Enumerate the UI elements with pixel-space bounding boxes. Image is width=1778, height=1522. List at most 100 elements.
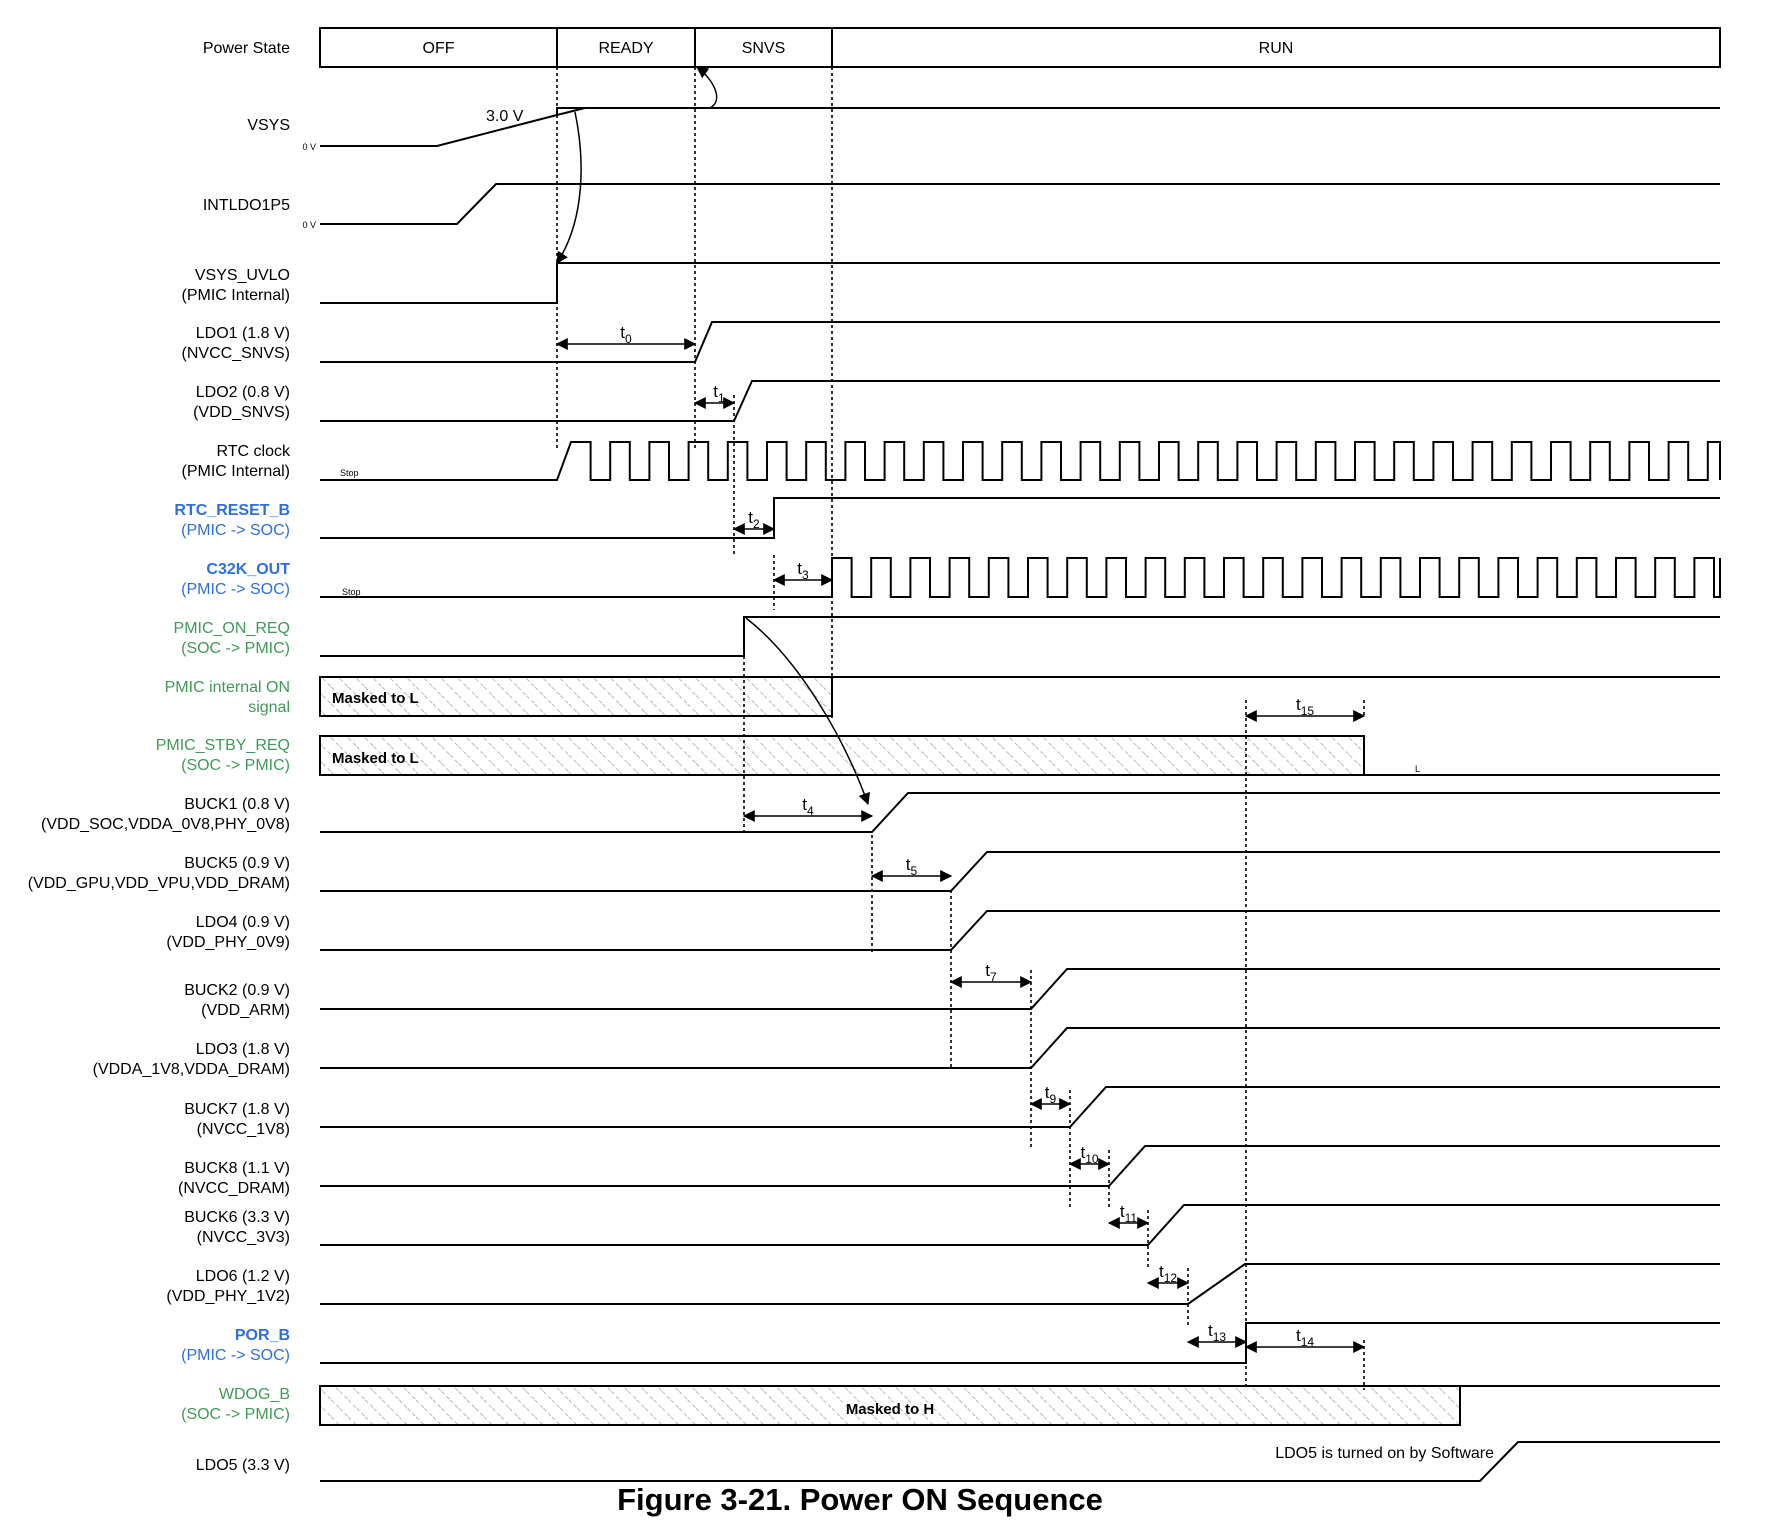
waveform-rtc-clock <box>320 441 1721 481</box>
timing-label-sub: 1 <box>718 391 725 405</box>
c32k-stop-label: Stop <box>342 587 361 597</box>
signal-label-rtc_clock: RTC clock <box>217 443 291 460</box>
signal-label-vsys: VSYS <box>247 117 290 134</box>
signal-label-c32k_out: (PMIC -> SOC) <box>181 581 290 598</box>
timing-label: t10 <box>1080 1143 1098 1166</box>
timing-label-sub: 9 <box>1050 1092 1057 1106</box>
timing-label-sub: 12 <box>1164 1271 1178 1285</box>
masked-region-internal-on <box>319 676 833 717</box>
timing-label-base: t <box>620 323 625 342</box>
waveform-ldo1 <box>320 321 1720 363</box>
timing-label-sub: 4 <box>807 804 814 818</box>
waveform-c32k-out <box>320 557 1721 598</box>
signal-label-ldo2: (VDD_SNVS) <box>193 404 290 421</box>
signal-label-ldo4: (VDD_PHY_0V9) <box>166 934 290 951</box>
timing-label: t3 <box>797 559 809 582</box>
masked-to-h-label: Masked to H <box>846 1401 934 1418</box>
timing-label-base: t <box>797 559 802 578</box>
signal-label-wdog_b: WDOG_B <box>219 1386 290 1403</box>
signal-label-ldo5: LDO5 (3.3 V) <box>196 1457 290 1474</box>
signal-label-pmic_on_req: PMIC_ON_REQ <box>174 620 290 637</box>
signal-label-pmic_stby_req: PMIC_STBY_REQ <box>156 737 290 754</box>
signal-label-ldo6: LDO6 (1.2 V) <box>196 1268 290 1285</box>
waveform-buck2 <box>320 968 1720 1010</box>
masked-region-stby-req <box>319 735 1365 776</box>
signal-label-buck1: (VDD_SOC,VDDA_0V8,PHY_0V8) <box>41 816 290 833</box>
signal-label-buck5: BUCK5 (0.9 V) <box>184 855 290 872</box>
masked-to-l-label: Masked to L <box>332 690 419 707</box>
timing-label-base: t <box>1080 1143 1085 1162</box>
waveform-rtc-reset-b <box>320 497 1720 539</box>
signal-label-rtc_reset_b: (PMIC -> SOC) <box>181 522 290 539</box>
signal-label-buck6: BUCK6 (3.3 V) <box>184 1209 290 1226</box>
waveform-ldo6 <box>320 1263 1720 1305</box>
signal-label-por_b: (PMIC -> SOC) <box>181 1347 290 1364</box>
signal-label-intldo1p5: INTLDO1P5 <box>203 197 290 214</box>
masked-region-wdog <box>319 1385 1461 1426</box>
waveform-buck6 <box>320 1204 1720 1246</box>
timing-label-sub: 10 <box>1085 1152 1099 1166</box>
signal-label-ldo4: LDO4 (0.9 V) <box>196 914 290 931</box>
timing-label: t9 <box>1045 1083 1057 1106</box>
signal-label-buck1: BUCK1 (0.8 V) <box>184 796 290 813</box>
vsys-zero-label: 0 V <box>302 142 316 152</box>
timing-label-sub: 13 <box>1213 1330 1227 1344</box>
intldo-zero-label: 0 V <box>302 220 316 230</box>
timing-label-sub: 5 <box>911 864 918 878</box>
timing-label: t2 <box>748 508 760 531</box>
signal-label-wdog_b: (SOC -> PMIC) <box>181 1406 290 1423</box>
timing-reference-lines <box>556 67 1365 1390</box>
timing-label-base: t <box>1296 1326 1301 1345</box>
timing-label-sub: 7 <box>990 970 997 984</box>
power-state-run: RUN <box>1259 40 1294 57</box>
waveform-buck7 <box>320 1086 1720 1128</box>
timing-label-sub: 0 <box>625 332 632 346</box>
signal-label-por_b: POR_B <box>235 1327 290 1344</box>
uvlo-to-snvs-arrow <box>696 66 718 109</box>
timing-label-base: t <box>1296 695 1301 714</box>
signal-label-ldo1: (NVCC_SNVS) <box>182 345 290 362</box>
waveform-ldo2 <box>320 380 1720 422</box>
signal-label-rtc_clock: (PMIC Internal) <box>182 463 290 480</box>
signal-label-ldo6: (VDD_PHY_1V2) <box>166 1288 290 1305</box>
signal-label-buck2: BUCK2 (0.9 V) <box>184 982 290 999</box>
timing-label-base: t <box>713 382 718 401</box>
power-state-snvs: SNVS <box>742 40 786 57</box>
power-state-off: OFF <box>423 40 455 57</box>
waveform-pmic-on-req <box>320 616 1720 657</box>
timing-label-sub: 3 <box>802 568 809 582</box>
timing-label-sub: 14 <box>1301 1335 1315 1349</box>
signal-label-ldo1: LDO1 (1.8 V) <box>196 325 290 342</box>
on-req-to-buck1-arrow <box>745 617 870 806</box>
timing-label: t5 <box>906 855 918 878</box>
signal-label-buck8: (NVCC_DRAM) <box>178 1180 290 1197</box>
timing-label-base: t <box>985 961 990 980</box>
power-state-label: Power State <box>203 40 290 57</box>
waveform-ldo4 <box>320 910 1720 951</box>
signal-label-buck6: (NVCC_3V3) <box>197 1229 290 1246</box>
signal-label-buck7: (NVCC_1V8) <box>197 1121 290 1138</box>
timing-label-sub: 15 <box>1301 704 1315 718</box>
timing-label-base: t <box>1159 1262 1164 1281</box>
rtc-stop-label: Stop <box>340 468 359 478</box>
signal-label-vsys_uvlo: (PMIC Internal) <box>182 287 290 304</box>
signal-label-vsys_uvlo: VSYS_UVLO <box>195 267 290 284</box>
power-state-frame <box>319 27 1721 68</box>
timing-label-base: t <box>906 855 911 874</box>
timing-label-base: t <box>1208 1321 1213 1340</box>
timing-label-base: t <box>748 508 753 527</box>
waveform-buck5 <box>320 851 1720 892</box>
waveform-ldo5 <box>320 1441 1720 1482</box>
timing-label: t14 <box>1296 1326 1314 1349</box>
timing-label: t12 <box>1159 1262 1177 1285</box>
figure-caption: Figure 3-21. Power ON Sequence <box>617 1482 1103 1517</box>
timing-label-base: t <box>1045 1083 1050 1102</box>
waveform-vsys-uvlo <box>320 262 1720 304</box>
signal-label-ldo3: (VDDA_1V8,VDDA_DRAM) <box>93 1061 290 1078</box>
signal-label-pmic_internal_on: signal <box>248 699 290 716</box>
